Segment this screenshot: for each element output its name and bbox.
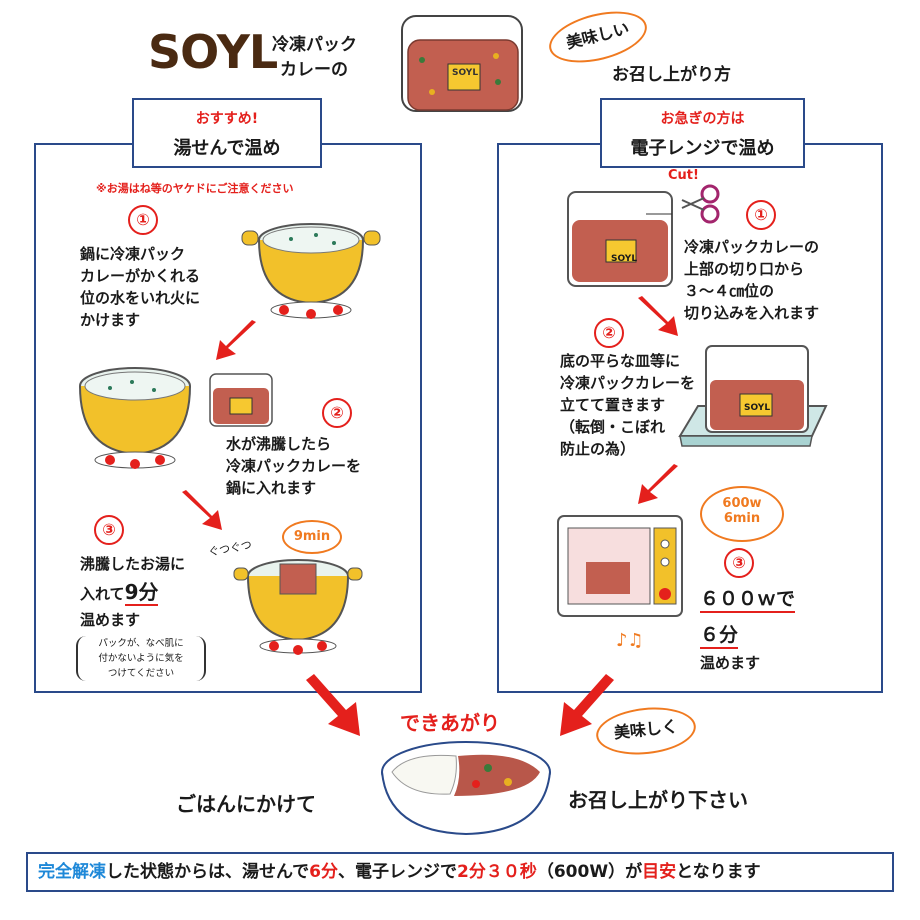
big-arrow-left-icon [306,674,360,736]
left-step3-text: 沸騰したお湯に 入れて9分 温めます [80,553,185,631]
left-note-line: 付かないように気を [98,653,184,664]
microwave-bubble-line2: 6min [723,511,761,526]
left-step3-text-prefix: 入れて [80,585,125,603]
left-step1-line: 鍋に冷凍パック [80,245,186,263]
left-panel-tab: おすすめ! 湯せんで温め [132,98,322,168]
curry-pack-small-illustration [209,373,273,427]
pack-on-plate-illustration [678,345,828,447]
left-step3-line: 温めます [80,611,141,629]
cut-label: Cut! [668,168,699,183]
brand-logo: SOYL [148,25,278,79]
left-step3-time: 9分 [124,580,159,606]
left-badge: おすすめ! [195,111,259,127]
left-step2-line: 冷凍パックカレーを [226,457,362,475]
arrow-down-left-icon [216,320,256,360]
right-step1-line: 上部の切り口から [684,260,805,278]
rice-curry-bowl-illustration [381,741,551,836]
right-step3-warm: 温めます [700,654,761,672]
arrow-down-right-icon [638,296,678,336]
footer-note: 完全解凍した状態からは、湯せんで6分、電子レンジで2分３０秒（600W）が目安と… [26,852,894,892]
right-title: 電子レンジで温め [630,138,775,159]
header-pack-label: SOYL [452,68,479,78]
right-panel-tab: お急ぎの方は 電子レンジで温め [600,98,805,168]
pot-boiling-illustration [233,559,363,655]
right-step1-line: ３～４㎝位の [684,282,775,300]
left-step1-line: カレーがかくれる [80,267,201,285]
left-step2-line: 水が沸騰したら [226,435,332,453]
right-step2-line: 防止の為） [560,440,636,458]
left-step3-line: 沸騰したお湯に [80,555,186,573]
header-subtitle-2: カレーの [280,60,348,80]
left-step3-number: ③ [94,515,124,545]
big-arrow-right-icon [560,674,614,736]
header-curry-pack-illustration [401,15,523,112]
left-step1-line: かけます [80,311,141,329]
footer-part8: となります [676,862,761,882]
pot-with-pack-illustration [79,367,191,469]
header-title: お召し上がり方 [612,65,731,85]
header-subtitle-1: 冷凍パック [272,35,357,55]
footer-part7: 目安 [642,862,677,882]
microwave-illustration [557,515,683,617]
left-step1-text: 鍋に冷凍パック カレーがかくれる 位の水をいれ火に かけます [80,243,200,331]
pot-water-illustration [241,223,381,319]
right-step3-time: ６分 [700,620,739,649]
right-pack-label-2: SOYL [744,403,771,413]
done-label: できあがり [400,711,500,735]
right-step2-line: 冷凍パックカレーを [560,374,696,392]
finish-left-text: ごはんにかけて [176,792,316,816]
microwave-bubble: 600w 6min [700,486,784,542]
footer-part2: した状態からは、湯せんで [106,862,310,882]
left-caution: ※お湯はね等のヤケドにご注意ください [96,182,294,195]
header-tag-text: 美味しい [564,18,631,53]
finish-tag-text: 美味しく [613,716,679,743]
left-time-bubble-text: 9min [293,529,331,544]
right-step2-text: 底の平らな皿等に 冷凍パックカレーを 立てて置きます （転倒・こぼれ 防止の為） [560,350,695,460]
left-step1-number: ① [128,205,158,235]
music-note-icon: ♪♫ [616,630,644,651]
right-step2-line: 立てて置きます [560,396,666,414]
left-step1-line: 位の水をいれ火に [80,289,201,307]
right-step2-number: ② [594,318,624,348]
arrow-down-right-icon [182,490,222,530]
left-step2-text: 水が沸騰したら 冷凍パックカレーを 鍋に入れます [226,433,361,499]
svg-text:♪♫: ♪♫ [616,630,644,651]
left-step3-line: 入れて9分 [80,580,185,606]
footer-part3: 6分 [309,862,338,882]
right-step2-line: 底の平らな皿等に [560,352,681,370]
footer-part1: 完全解凍 [38,862,106,882]
left-step2-line: 鍋に入れます [226,479,317,497]
footer-part6: （600W）が [536,862,643,882]
scissors-icon [681,184,720,224]
arrow-down-left-icon [638,464,678,504]
left-step2-number: ② [322,398,352,428]
footer-part4: 、電子レンジで [338,862,457,882]
left-note-line: つけてください [107,668,175,679]
right-step3-number: ③ [724,548,754,578]
right-step1-number: ① [746,200,776,230]
finish-right-text: お召し上がり下さい [568,788,748,812]
left-title: 湯せんで温め [173,138,281,159]
right-step2-line: （転倒・こぼれ [560,418,666,436]
right-step1-line: 切り込みを入れます [684,304,820,322]
right-step1-text: 冷凍パックカレーの 上部の切り口から ３～４㎝位の 切り込みを入れます [684,236,819,324]
pack-cut-illustration [567,191,673,287]
left-note: パックが、なべ肌に 付かないように気を つけてください [76,636,206,681]
footer-part5: 2分３０秒 [457,862,537,882]
right-pack-label-1: SOYL [611,254,638,264]
right-step1-line: 冷凍パックカレーの [684,238,820,256]
left-time-bubble: 9min [282,520,342,554]
right-step3-watt: ６００ｗで [700,584,796,613]
left-note-line: パックが、なべ肌に [98,638,184,649]
microwave-bubble-line1: 600w [722,496,762,511]
right-badge: お急ぎの方は [660,111,745,127]
